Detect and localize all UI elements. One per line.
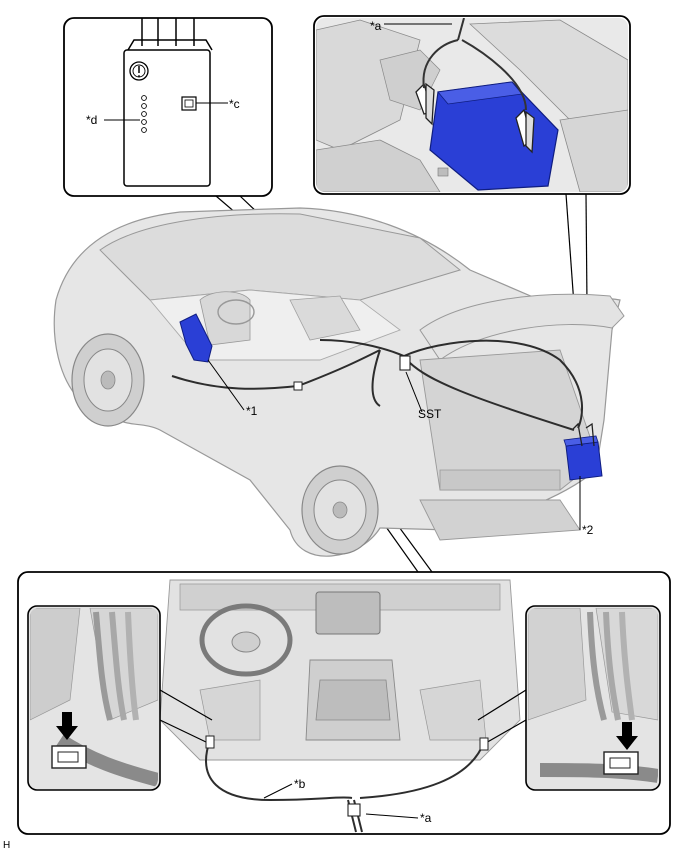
sst-module — [399, 355, 411, 371]
label-b: *b — [294, 777, 306, 791]
ecu-bracket — [179, 313, 213, 363]
arrow-down-icon-right — [616, 722, 638, 750]
right-connector-inset — [525, 605, 661, 791]
arrow-down-icon-left — [56, 712, 78, 740]
battery-cables — [422, 18, 527, 111]
dashboard-callout: *b *a — [17, 571, 671, 835]
corner-mark: H — [3, 840, 10, 851]
indicator-leds — [141, 95, 147, 133]
center-display — [315, 591, 381, 635]
leader-1 — [207, 359, 245, 411]
tester-body — [123, 49, 211, 187]
negative-clamp — [515, 108, 535, 154]
label-d: *d — [86, 113, 97, 127]
label-a-top: *a — [370, 19, 382, 33]
tester-callout: *c *d — [63, 17, 273, 197]
label-1: *1 — [246, 404, 258, 418]
bottom-sst-module — [347, 803, 361, 817]
positive-clamp — [415, 82, 435, 126]
tester-button — [181, 96, 197, 111]
leader-b — [263, 783, 293, 799]
front-wheel — [71, 333, 145, 427]
leader-sst — [405, 371, 423, 413]
sst-harness — [171, 339, 584, 431]
label-sst: SST — [418, 407, 442, 421]
steering-wheel — [199, 603, 293, 677]
rear-battery — [563, 422, 603, 481]
leader-a-bottom — [365, 813, 419, 819]
inset-leaders — [159, 689, 527, 745]
label-a-bottom: *a — [420, 811, 432, 825]
vehicle: *1 SST *2 — [53, 207, 625, 557]
label-c: *c — [229, 97, 240, 111]
label-2: *2 — [582, 523, 594, 537]
battery-callout: *a — [313, 15, 631, 195]
warning-icon — [129, 61, 149, 81]
tester-cables — [127, 18, 213, 51]
left-connector-inset — [27, 605, 161, 791]
rear-wheel — [301, 465, 379, 555]
